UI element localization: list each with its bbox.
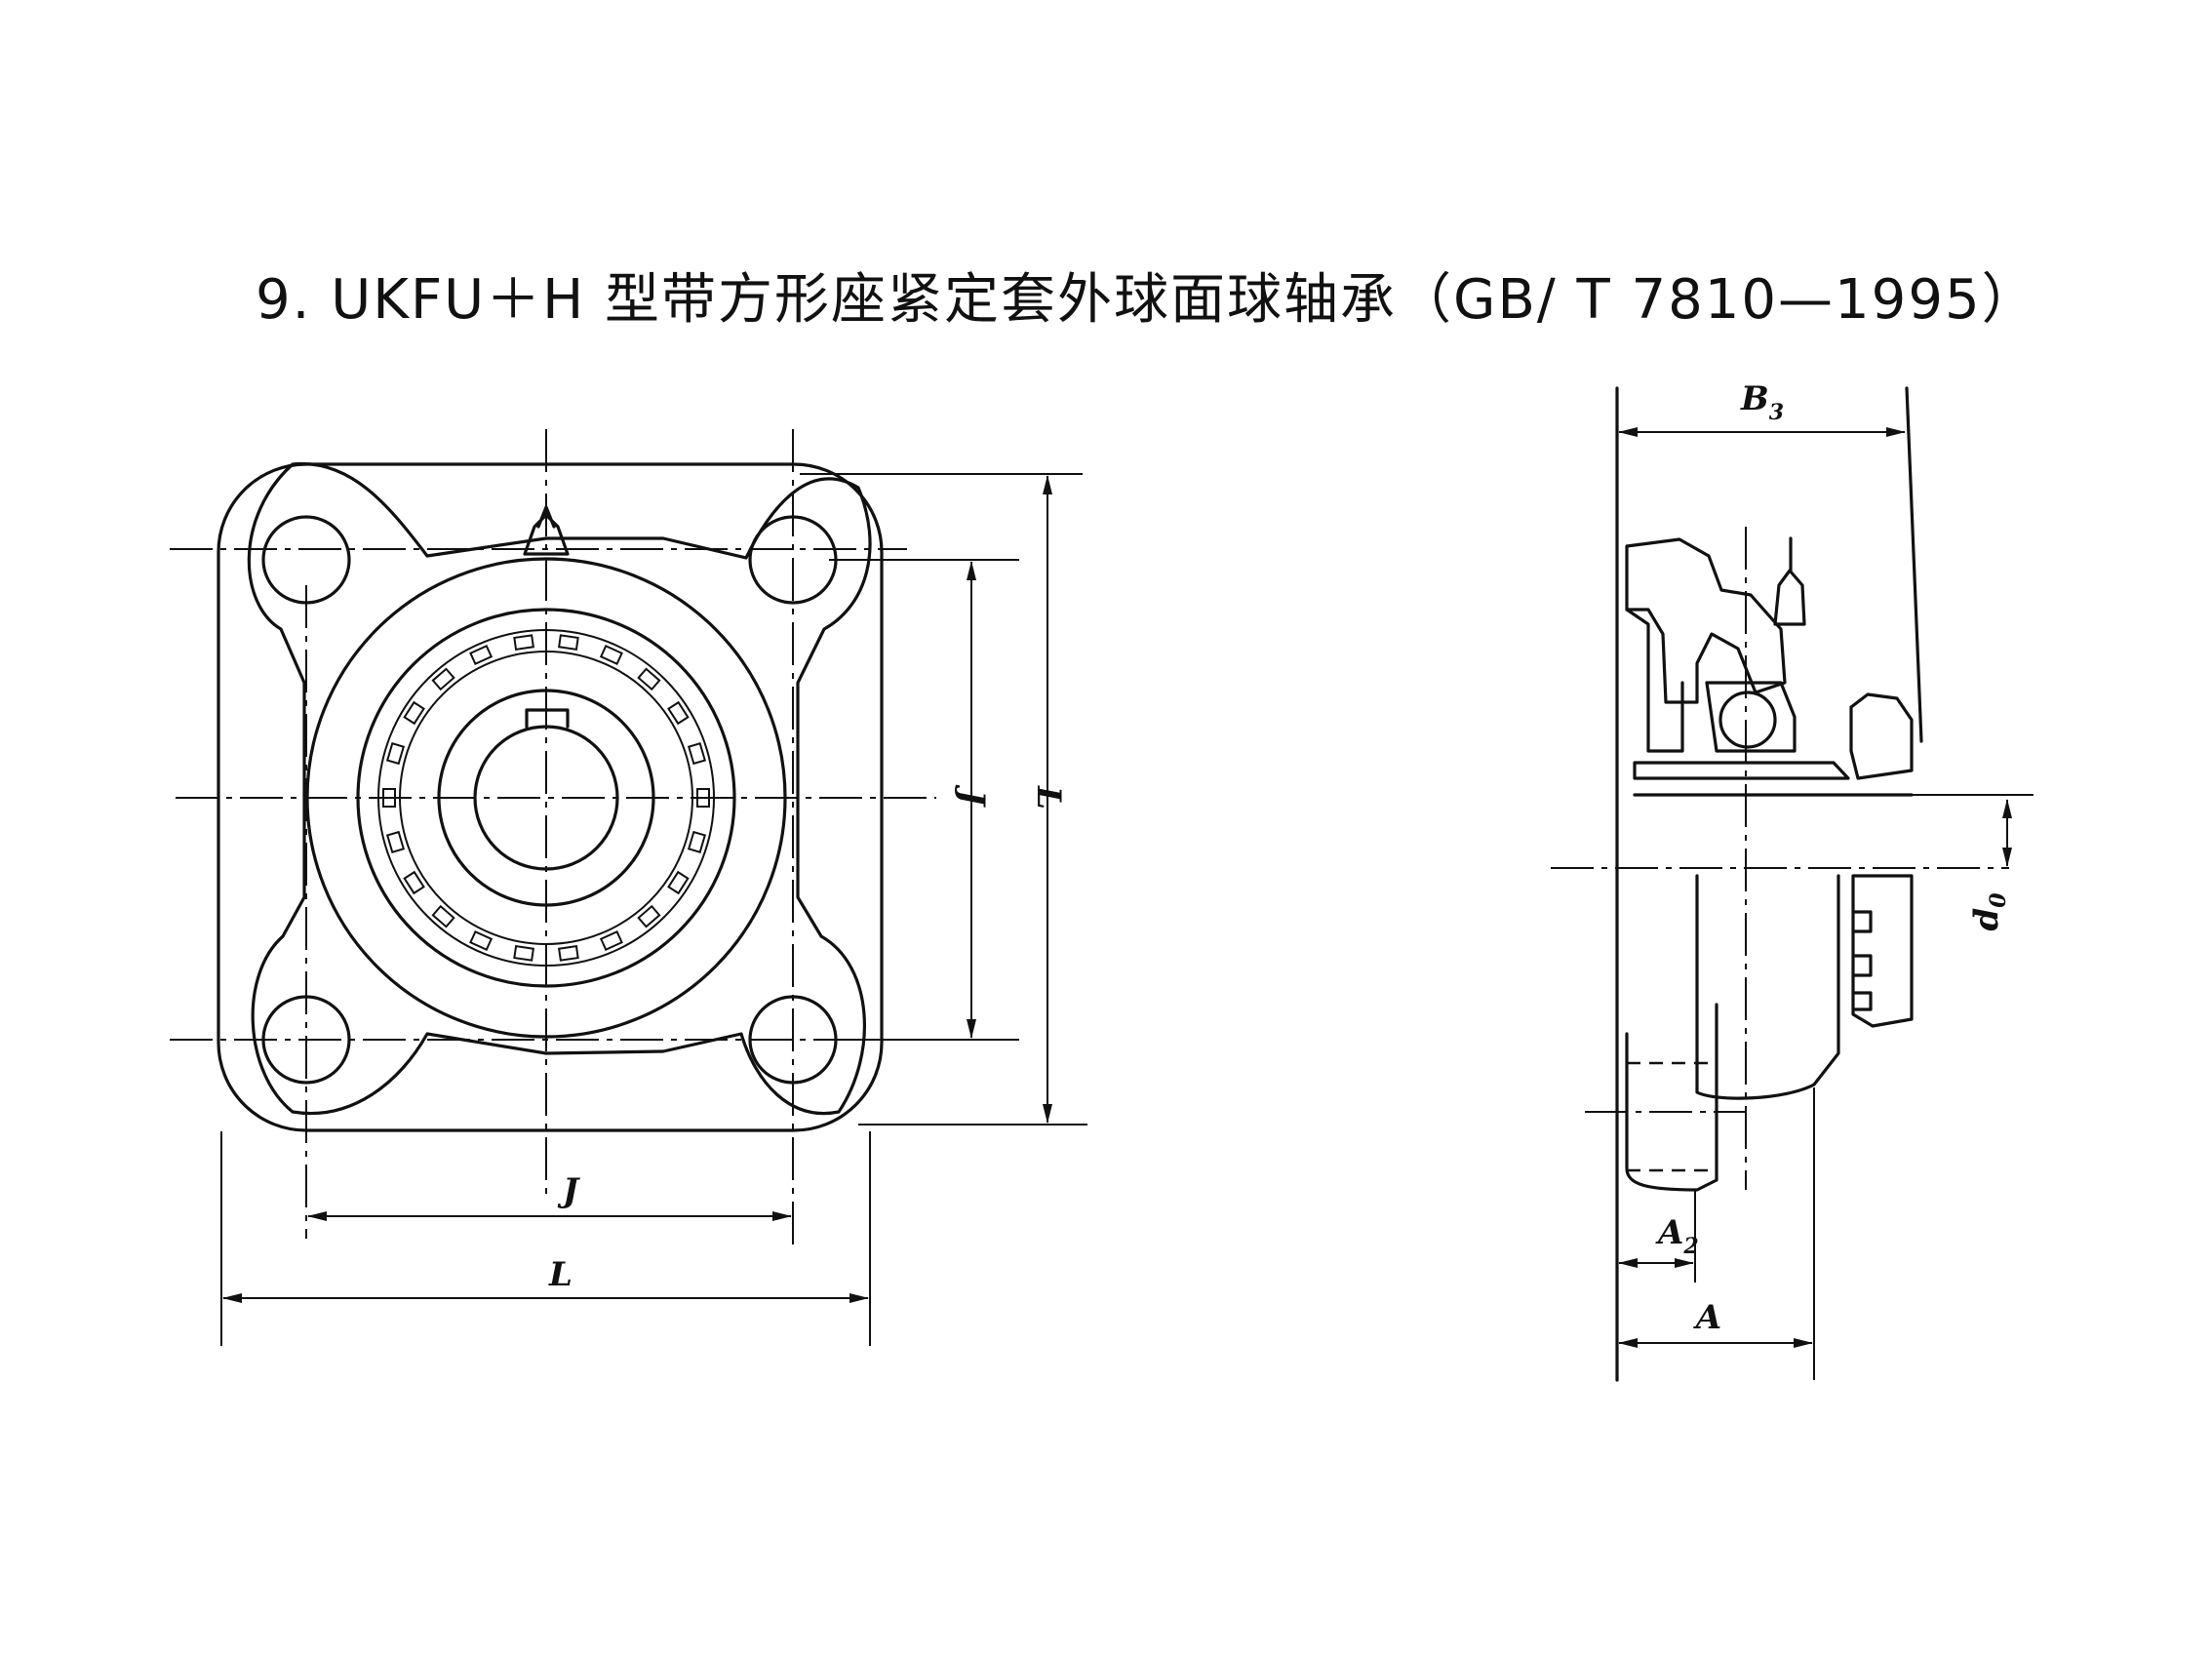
- drawing-title: 9. UKFU＋H 型带方形座紧定套外球面球轴承（GB/ T 7810—1995…: [256, 268, 2038, 332]
- cage-pocket: [558, 634, 579, 651]
- dim-label-b3: B3: [1740, 379, 1784, 425]
- cage-pocket: [599, 929, 623, 952]
- flange-lower-outline: [1625, 1003, 1718, 1192]
- adapter-sleeve-section: [1633, 761, 1850, 780]
- cage-pocket: [385, 830, 406, 853]
- dim-label-l-horizontal: L: [548, 1255, 573, 1294]
- cage-pocket: [431, 904, 455, 928]
- cage-pockets: [382, 634, 710, 962]
- locknut-section: [1849, 692, 1914, 780]
- housing-arm-contour: [247, 461, 872, 1116]
- housing-inner-contour: [1625, 608, 1684, 753]
- front-view: J L J L: [170, 429, 1087, 1346]
- cage-pocket: [637, 904, 661, 928]
- cage-pocket: [469, 929, 494, 952]
- dim-label-a2: A2: [1655, 1213, 1699, 1259]
- cage-pocket: [667, 870, 690, 895]
- locknut-teeth: [1851, 874, 1914, 1028]
- cage-pocket: [667, 700, 690, 726]
- cage-pocket: [599, 644, 623, 666]
- cage-pocket: [513, 634, 534, 651]
- grease-nipple-side: [1773, 536, 1806, 626]
- dim-label-l-vertical: L: [1029, 785, 1068, 810]
- cage-pocket: [637, 667, 661, 691]
- housing-section-hatched: [1625, 537, 1787, 704]
- ball-section: [1718, 691, 1777, 749]
- housing-lower-outline: [1695, 874, 1840, 1100]
- outer-ring-section: [1705, 681, 1797, 753]
- dim-label-d0: d0: [1967, 892, 2011, 931]
- cage-pocket: [403, 870, 425, 895]
- cage-pocket: [558, 945, 579, 962]
- cage-pocket: [469, 644, 494, 666]
- dim-label-j-horizontal: J: [557, 1171, 580, 1210]
- cage-pocket: [431, 667, 455, 691]
- side-view: B3 d0 A2 A: [1551, 379, 2034, 1382]
- cage-pocket: [513, 945, 534, 962]
- cage-pocket: [687, 742, 707, 766]
- cage-pocket: [385, 742, 406, 766]
- cage-pocket: [403, 700, 425, 726]
- dim-label-a: A: [1693, 1298, 1721, 1337]
- side-end-right-line: [1905, 386, 1923, 743]
- cage-pocket: [687, 830, 707, 853]
